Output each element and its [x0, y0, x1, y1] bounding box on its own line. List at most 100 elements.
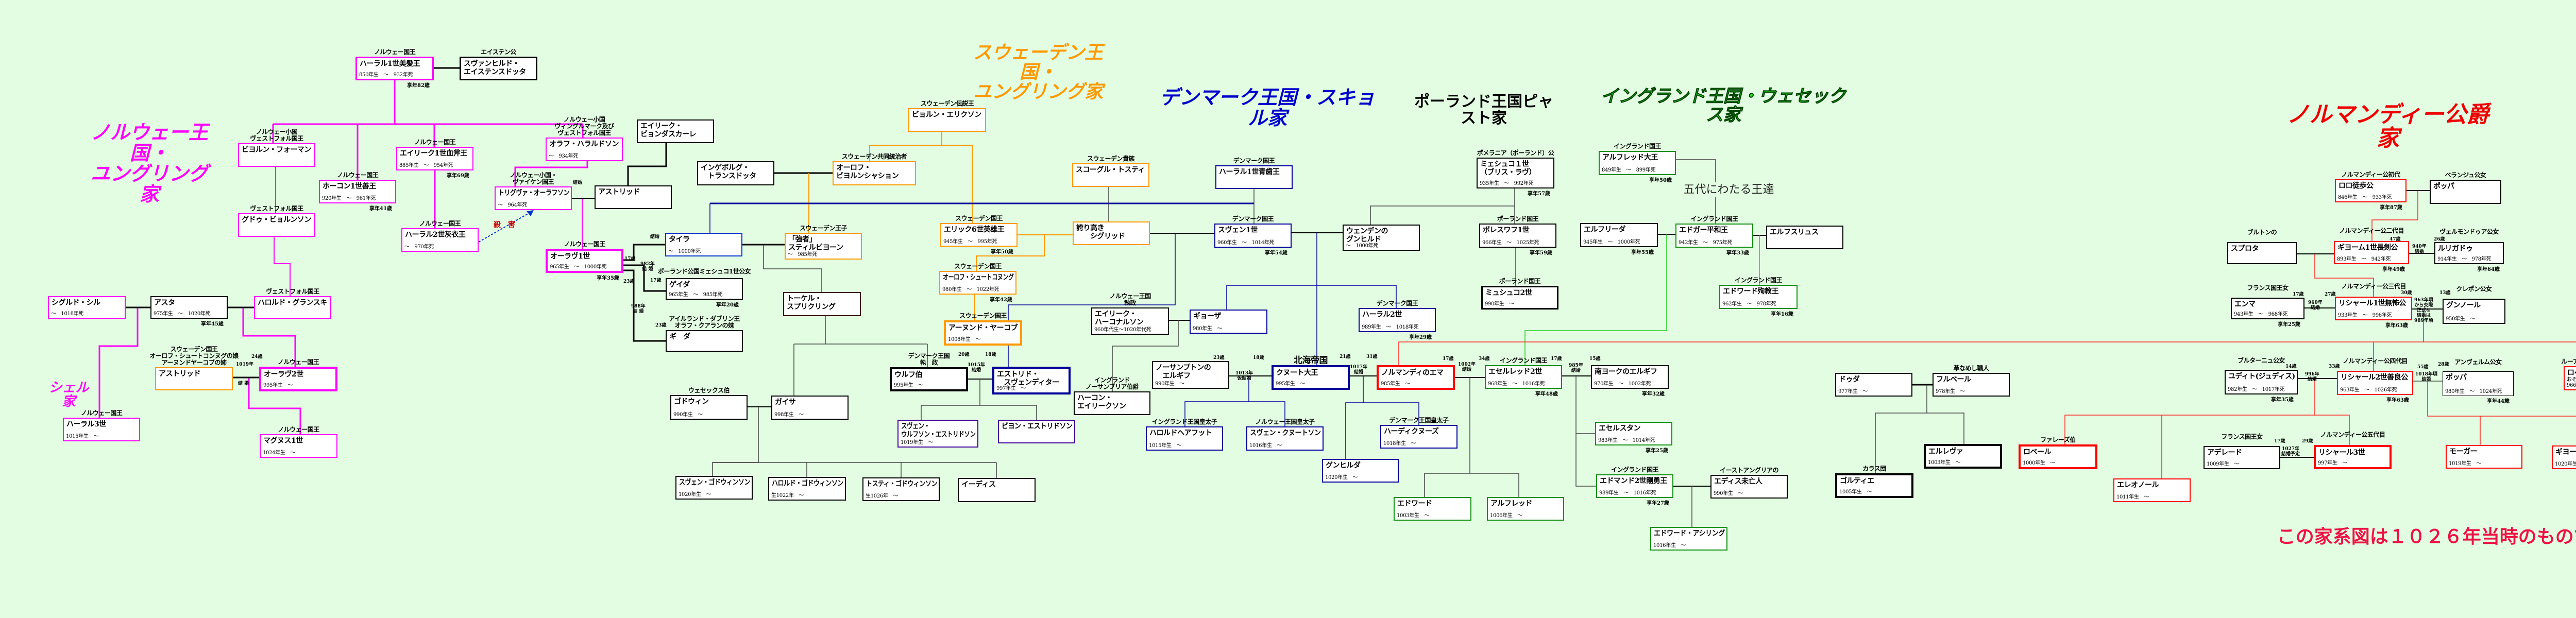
person-box-olof-b[interactable]: オーロフ・ ビヨルンシャション: [833, 161, 916, 185]
person-name: ハーラル3世: [66, 420, 106, 428]
person-box-tryggve[interactable]: トリグヴァ・オーラフソン～ 964年死: [495, 186, 572, 210]
person-box-sigrid[interactable]: 誇り高き シグリッド: [1073, 221, 1150, 245]
person-box-hakon-e[interactable]: ハーコン・ エイリークソン: [1074, 391, 1150, 415]
person-box-styrbjorn[interactable]: 「強者」 スティルビヨーン～ 985年死: [785, 233, 862, 260]
person-box-bjorn-f[interactable]: ビヨルン・フォーマン: [238, 143, 315, 167]
person-box-bjorn-e[interactable]: ビョルン・エリクソン: [908, 108, 986, 132]
person-box-mieszko1[interactable]: ミェシュコ１世 （ブリス・ラヴ）935年生 ～ 992年死: [1477, 158, 1554, 188]
person-box-harald-g[interactable]: ハロルド・グランスキ: [254, 296, 331, 319]
person-box-tyra[interactable]: タイラ～ 1000年死: [665, 233, 742, 256]
person-box-edith[interactable]: イーディス: [958, 478, 1036, 502]
person-title: ノルマンディー公初代: [2341, 171, 2400, 178]
person-box-thorgils[interactable]: トーケル・ スプリクリング: [783, 292, 861, 316]
person-title: スウェーデン共同統治者: [841, 153, 907, 160]
person-box-gunhild[interactable]: ウェンデンの グンヒルド～ 1000年死: [1343, 225, 1420, 251]
person-box-harold-g2[interactable]: ハロルド・ゴドウィンソン生1022年 ～: [768, 477, 846, 501]
person-box-olaf-h[interactable]: オラフ・ハラルドソン～ 934年死: [546, 138, 623, 161]
person-box-harald2n[interactable]: ハーラル2世灰衣王～ 970年死: [401, 228, 479, 252]
person-box-skoglar[interactable]: スコーグル・トスティ: [1072, 163, 1149, 187]
person-title: ノルマンディー公三代目: [2341, 283, 2406, 290]
person-box-poppa1[interactable]: ポッパ: [2430, 180, 2501, 204]
person-box-tostig[interactable]: トスティ・ゴドウィンソン生1026年 ～: [862, 477, 940, 501]
person-box-guillaume[interactable]: ギヨーム1020年生 ～: [2552, 445, 2576, 469]
person-box-astrid2[interactable]: アストリッド: [155, 367, 233, 390]
person-box-sigurd[interactable]: シグルド・シル～ 1018年死: [48, 296, 126, 319]
person-box-judith[interactable]: ユディト(ジュディス)982年生 ～ 1017年死: [2225, 370, 2298, 394]
person-box-ingeborg[interactable]: インゲボルグ・ トランスドッタ: [697, 161, 774, 185]
person-box-gyda[interactable]: ギ ダ: [666, 330, 743, 352]
person-box-harald-bt[interactable]: ハーラル1世青歯王: [1215, 165, 1293, 189]
person-box-gudrod[interactable]: グドゥ・ビョルンソン: [238, 213, 315, 237]
person-title: クレポン公女: [2456, 285, 2492, 293]
person-box-astrid1[interactable]: アストリッド: [595, 185, 672, 209]
person-box-eirik-b[interactable]: エイリーク・ ビョンダスカーレ: [637, 119, 714, 143]
person-box-bjorn-est[interactable]: ビヨン・エストリドソン: [998, 420, 1075, 443]
person-name: ゲイダ: [669, 281, 690, 289]
person-box-sprota[interactable]: スプロタ: [2227, 242, 2297, 264]
person-box-robert2[interactable]: ロベール2世おそらく 966年頃生 ～: [2564, 366, 2576, 390]
person-box-svanhild[interactable]: スヴァンヒルド・ エイステンスドッタ: [460, 57, 537, 80]
person-box-aelfswith[interactable]: エルフスリュス: [1766, 226, 1843, 249]
